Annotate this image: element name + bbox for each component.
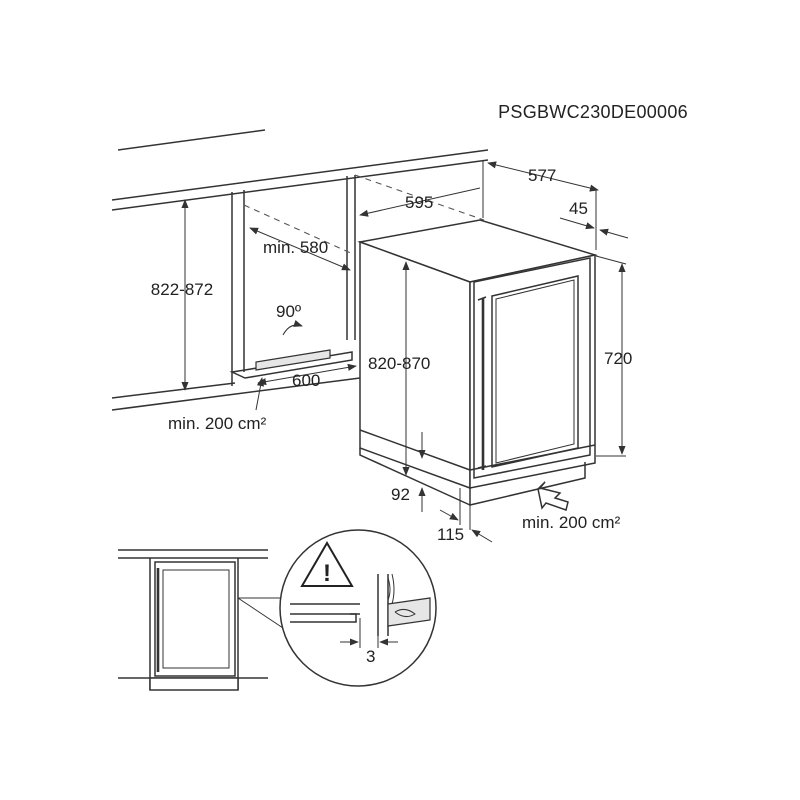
installed-view bbox=[118, 549, 268, 691]
vent-area-front-label: min. 200 cm² bbox=[522, 513, 621, 532]
model-code: PSGBWC230DE00006 bbox=[498, 102, 688, 122]
door-offset-label: 45 bbox=[569, 199, 588, 218]
gap-detail: ! 3 bbox=[279, 529, 437, 687]
warning-exclamation: ! bbox=[323, 560, 331, 587]
plinth-depth-label: 115 bbox=[437, 525, 464, 544]
plinth-height-label: 92 bbox=[391, 485, 410, 504]
niche-width-label: 600 bbox=[292, 371, 320, 390]
vent-area-floor-label: min. 200 cm² bbox=[168, 414, 267, 433]
niche-dimensions: 822-872 min. 580 90º 600 min. 200 cm² bbox=[151, 199, 357, 433]
gap-label: 3 bbox=[366, 647, 375, 666]
warning-triangle-icon bbox=[300, 541, 354, 587]
angle-label: 90º bbox=[276, 302, 301, 321]
wine-cooler bbox=[357, 219, 598, 506]
width-label: 595 bbox=[405, 193, 433, 212]
depth-total-label: 577 bbox=[528, 166, 556, 185]
niche-height-label: 822-872 bbox=[151, 280, 213, 299]
airflow-arrow-icon bbox=[537, 481, 569, 511]
niche-depth-label: min. 580 bbox=[263, 238, 328, 257]
appliance-dimensions: 595 577 45 720 820-870 92 115 min. 200 c… bbox=[359, 160, 632, 544]
door-height-label: 720 bbox=[604, 349, 632, 368]
appliance-height-label: 820-870 bbox=[368, 354, 430, 373]
